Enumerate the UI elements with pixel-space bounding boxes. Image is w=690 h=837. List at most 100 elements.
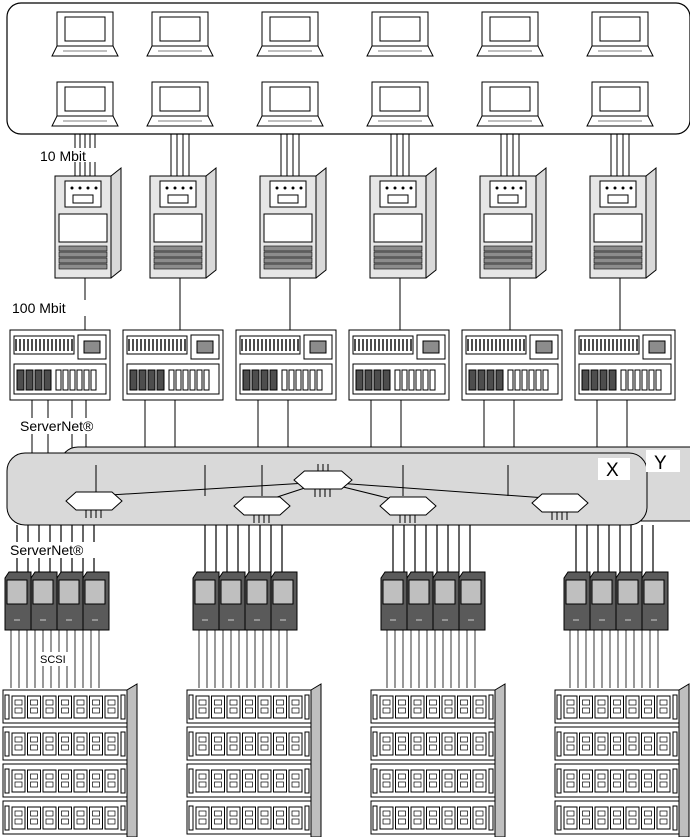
drive-slot bbox=[92, 818, 100, 825]
drive-slot bbox=[276, 736, 284, 743]
tower-slot bbox=[483, 263, 533, 270]
drive-slot bbox=[276, 781, 284, 788]
disk-drive bbox=[73, 769, 88, 793]
tower-slot bbox=[58, 263, 108, 270]
processor-card-dark bbox=[43, 369, 52, 391]
processor-card-dark bbox=[599, 369, 608, 391]
drive-slot bbox=[76, 699, 85, 706]
tower-slot bbox=[263, 257, 313, 264]
shelf-handle bbox=[120, 694, 126, 720]
drive-slot bbox=[229, 773, 238, 780]
processor-card-dark bbox=[251, 369, 260, 391]
disk-drive bbox=[211, 695, 225, 719]
shelf-handle bbox=[372, 694, 378, 720]
workstation bbox=[586, 11, 654, 57]
processor-card-light bbox=[76, 369, 83, 391]
shelf-handle bbox=[372, 768, 378, 794]
drive-slot bbox=[460, 818, 468, 825]
lan-speed-label: 10 Mbit bbox=[40, 148, 86, 164]
tower-slot bbox=[483, 245, 533, 252]
scsi-label: SCSI bbox=[40, 654, 66, 666]
router-shape bbox=[379, 496, 437, 516]
disk-drive bbox=[104, 695, 119, 719]
disk-drive bbox=[273, 806, 287, 830]
shelf-handle bbox=[120, 768, 126, 794]
disk-drive bbox=[457, 806, 471, 830]
drive-slot bbox=[45, 810, 54, 817]
controller-panel bbox=[246, 579, 268, 605]
disk-drive bbox=[656, 695, 671, 719]
drive-slot bbox=[644, 707, 652, 714]
tower-slot bbox=[373, 251, 423, 258]
drive-slot bbox=[613, 781, 621, 788]
shelf-handle bbox=[4, 731, 10, 757]
drive-slot bbox=[613, 773, 621, 780]
drive-slot bbox=[291, 781, 300, 788]
tower-led bbox=[173, 186, 177, 190]
processor-card-light bbox=[203, 369, 210, 391]
drive-slot bbox=[260, 810, 269, 817]
drive-slot bbox=[30, 781, 38, 788]
disk-drive bbox=[625, 695, 640, 719]
shelf-handle bbox=[188, 768, 194, 794]
disk-drive bbox=[42, 732, 57, 756]
drive-slot bbox=[229, 736, 238, 743]
drive-slot bbox=[644, 810, 652, 817]
processor-card-light bbox=[507, 369, 514, 391]
tower-led bbox=[621, 186, 625, 190]
disk-drive bbox=[11, 806, 26, 830]
processor-card-dark bbox=[486, 369, 495, 391]
disk-drive bbox=[195, 732, 210, 756]
disk-cabinet bbox=[554, 683, 690, 837]
drive-slot bbox=[460, 707, 468, 714]
drive-slot bbox=[214, 810, 222, 817]
controller-panel bbox=[434, 579, 456, 605]
drive-slot bbox=[245, 744, 253, 751]
drive-slot bbox=[276, 810, 284, 817]
shelf-handle bbox=[488, 731, 494, 757]
tower-slot bbox=[593, 263, 643, 270]
drive-slot bbox=[291, 707, 300, 714]
processor-card-light bbox=[408, 369, 415, 391]
shelf-handle bbox=[556, 805, 562, 831]
drive-slot bbox=[45, 699, 54, 706]
disk-drive bbox=[563, 806, 578, 830]
disk-drive bbox=[257, 806, 272, 830]
drive-slot bbox=[92, 744, 100, 751]
drive-slot bbox=[613, 707, 621, 714]
disk-drive bbox=[257, 695, 272, 719]
disk-drive bbox=[641, 806, 655, 830]
drive-slot bbox=[245, 736, 253, 743]
drive-slot bbox=[429, 736, 437, 743]
drive-slot bbox=[260, 773, 269, 780]
disk-drive bbox=[73, 732, 88, 756]
drive-slot bbox=[475, 773, 484, 780]
fabric-to-controller-links bbox=[16, 525, 654, 572]
fabric-y-label: Y bbox=[654, 453, 667, 474]
drive-slot bbox=[30, 699, 38, 706]
workstation-display bbox=[489, 16, 531, 42]
drive-slot bbox=[14, 781, 23, 788]
workstation bbox=[366, 81, 434, 127]
processor-card-light bbox=[295, 369, 302, 391]
tower-led bbox=[86, 186, 90, 190]
tower-led bbox=[385, 186, 389, 190]
disk-drive bbox=[226, 769, 241, 793]
tower-led bbox=[393, 186, 397, 190]
drive-slot bbox=[14, 818, 23, 825]
drive-slot bbox=[628, 810, 637, 817]
processor-unit bbox=[348, 329, 450, 401]
processor-card-light bbox=[648, 369, 655, 391]
fabric-routers bbox=[65, 470, 589, 523]
server-tower bbox=[589, 166, 657, 279]
tower-display bbox=[277, 194, 299, 204]
drive-slot bbox=[566, 699, 575, 706]
drive-slot bbox=[245, 699, 253, 706]
processor-screen bbox=[83, 340, 101, 354]
disk-drive bbox=[89, 732, 103, 756]
workstation bbox=[476, 81, 544, 127]
disk-drive bbox=[27, 806, 41, 830]
drive-slot bbox=[613, 810, 621, 817]
drive-slot bbox=[14, 773, 23, 780]
workstation bbox=[146, 11, 214, 57]
